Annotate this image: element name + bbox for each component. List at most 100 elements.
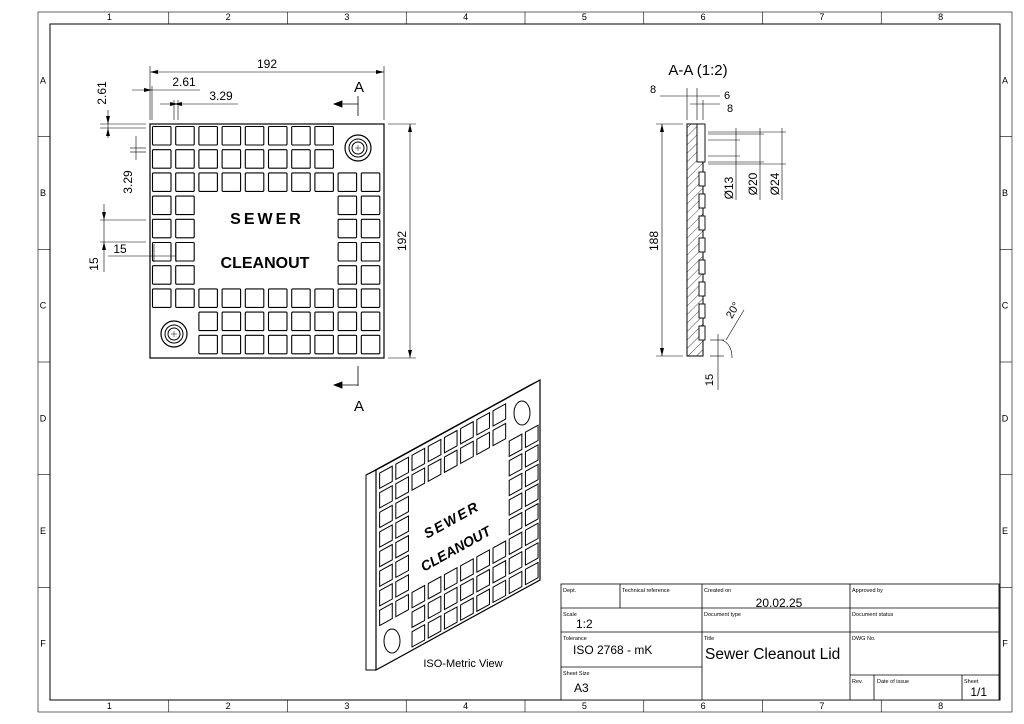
grid-cell (244, 149, 265, 169)
zone-column-label: 5 (582, 12, 587, 22)
grid-cell (198, 311, 218, 332)
iso-grid-cell (395, 515, 409, 540)
iso-grid-cell (427, 575, 442, 600)
zone-ticks (38, 12, 1012, 712)
grid-cell (267, 288, 288, 308)
front-grid-cells (151, 125, 381, 355)
grid-cell (175, 288, 195, 308)
tb-sheet-size-value: A3 (574, 681, 589, 695)
grid-cell (175, 265, 195, 285)
iso-grid-cell (508, 570, 523, 595)
zone-column-label: 4 (463, 12, 468, 22)
iso-grid-cell (411, 447, 426, 472)
bolt-hole-top-right (344, 134, 372, 162)
iso-grid-cell (411, 467, 426, 492)
grid-cell (337, 172, 358, 192)
front-label-sewer: SEWER (230, 211, 304, 228)
grid-cell (175, 149, 195, 169)
section-mark-top: A (354, 79, 364, 96)
tb-created-label: Created on (704, 588, 731, 594)
grid-cell (151, 125, 172, 146)
iso-grid-cell (508, 511, 523, 536)
tb-title-value: Sewer Cleanout Lid (705, 646, 840, 663)
tb-date-issue-label: Date of issue (877, 679, 909, 685)
grid-cell (314, 125, 334, 146)
lid-outline (149, 123, 385, 359)
zone-column-label: 3 (344, 12, 349, 22)
grid-cell (221, 149, 242, 169)
grid-cell (337, 241, 358, 262)
grid-cell (314, 311, 334, 332)
angle-20: 20° (724, 300, 743, 320)
iso-grid-cell (492, 402, 507, 427)
grid-cell (267, 334, 288, 355)
zone-column-label: 7 (819, 12, 824, 22)
iso-grid-cell (395, 573, 409, 598)
zone-column-label: 8 (938, 12, 943, 22)
iso-grid-cell (524, 522, 539, 547)
tb-doc-type-label: Document type (704, 612, 741, 618)
grid-cell (175, 241, 195, 262)
iso-grid-cell (492, 540, 507, 565)
iso-caption: ISO-Metric View (423, 658, 502, 670)
zone-row-label: A (1002, 75, 1008, 85)
zone-column-label: 1 (107, 701, 112, 711)
iso-grid-cell (524, 483, 539, 508)
dim-15: 15 (704, 374, 716, 386)
section-view: A-A (1:2) (647, 62, 786, 390)
bolt-hole-bottom-left (160, 320, 188, 348)
tb-tech-ref-label: Technical reference (622, 588, 670, 594)
iso-grid-cell (427, 458, 442, 483)
dia-24: Ø24 (768, 172, 782, 195)
iso-grid-cell (379, 602, 393, 627)
grid-cell (314, 149, 334, 169)
zone-column-label: 4 (463, 701, 468, 711)
grid-cell (244, 288, 265, 308)
tb-title-label: Title (704, 636, 714, 642)
grid-cell (221, 334, 242, 355)
iso-grid-cell (395, 554, 409, 579)
zone-column-label: 1 (107, 12, 112, 22)
iso-grid-cell (411, 604, 426, 629)
zone-column-label: 2 (226, 701, 231, 711)
zone-row-label: E (40, 526, 46, 536)
grid-cell (175, 195, 195, 216)
grid-cell (337, 265, 358, 285)
iso-grid-cell (443, 429, 458, 454)
grid-cell (151, 149, 172, 169)
grid-cell (198, 172, 218, 192)
grid-cell (267, 125, 288, 146)
grid-cell (360, 218, 381, 239)
iso-grid-cell (508, 433, 523, 458)
tb-approved-label: Approved by (852, 588, 883, 594)
iso-grid-cell (395, 495, 409, 520)
iso-grid-cell (524, 561, 539, 586)
front-view: SEWER CLEANOUT (87, 57, 416, 415)
iso-hole-bottom-left (383, 628, 401, 654)
grid-cell (151, 288, 172, 308)
dim-8-left: 8 (650, 84, 656, 96)
tb-sheet-size-label: Sheet Size (563, 671, 590, 677)
iso-grid-cell (508, 531, 523, 556)
iso-grid-cell (476, 431, 490, 456)
tb-doc-status-label: Document status (852, 612, 894, 618)
front-label-cleanout: CLEANOUT (221, 255, 310, 272)
grid-cell (360, 195, 381, 216)
dim-gap-vertical: 3.29 (121, 170, 135, 194)
iso-edge-top (365, 379, 541, 476)
iso-side-left (365, 469, 377, 671)
grid-cell (151, 195, 172, 216)
iso-grid-cell (524, 541, 539, 566)
section-title: A-A (1:2) (668, 62, 727, 79)
iso-grid-cell (411, 623, 426, 648)
grid-cell (360, 334, 381, 355)
grid-cell (267, 149, 288, 169)
section-mark-bottom: A (354, 398, 364, 415)
iso-grid-cell (427, 595, 442, 620)
grid-cell (360, 288, 381, 308)
grid-cell (360, 311, 381, 332)
dia-20: Ø20 (746, 172, 760, 195)
tb-created-value: 20.02.25 (756, 596, 803, 610)
zone-column-label: 3 (344, 701, 349, 711)
